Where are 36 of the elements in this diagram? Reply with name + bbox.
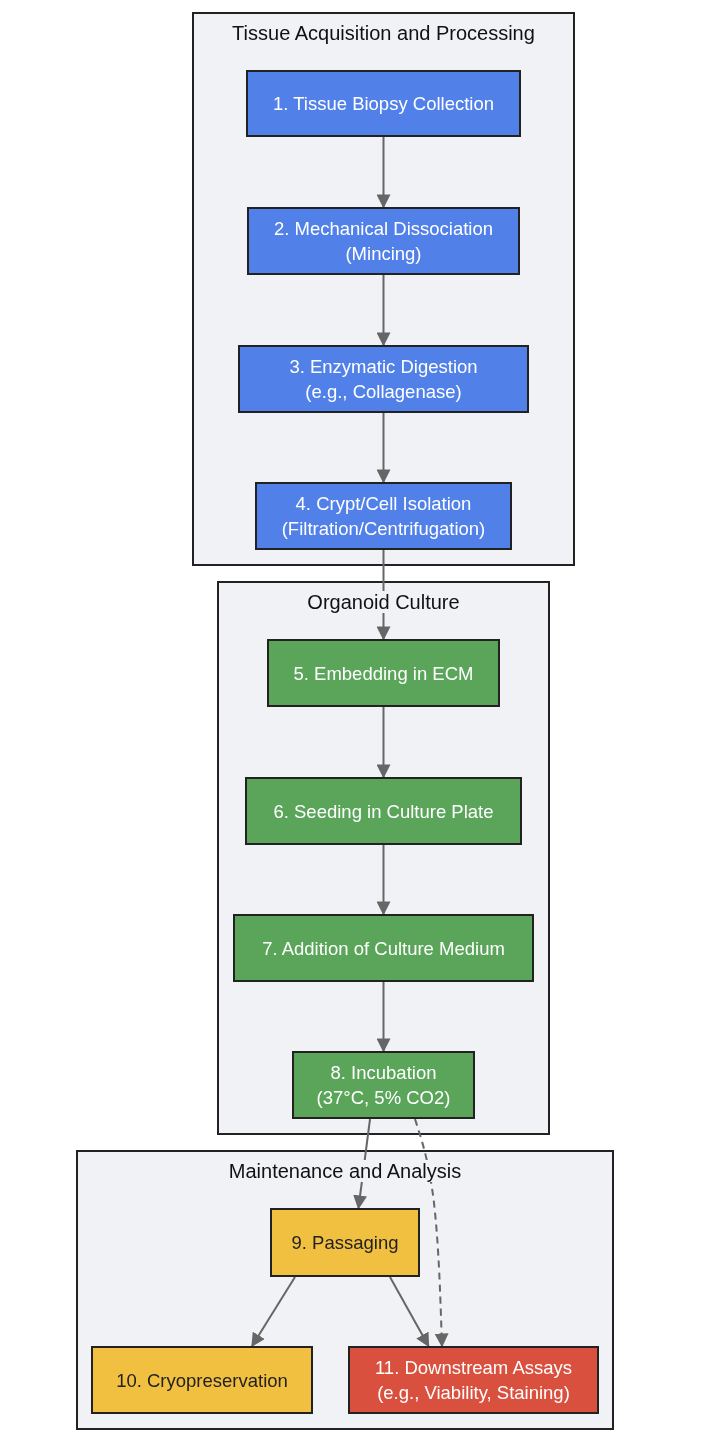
process-box [292,1051,475,1119]
dashed-arrow [414,1118,449,1348]
group-panel [217,581,550,1135]
arrow [389,1276,430,1348]
process-box [238,345,529,413]
process-box [245,777,522,845]
arrow [376,549,391,641]
step-label: 4. Crypt/Cell Isolation (Filtration/Centrifugation) [280,492,487,541]
arrow [376,274,391,347]
arrow [376,706,391,779]
step-label: 1. Tissue Biopsy Collection [272,92,495,116]
arrow [376,981,391,1053]
process-box [267,639,500,707]
arrow [376,844,391,916]
step-label: 6. Seeding in Culture Plate [273,799,494,824]
step-label: 2. Mechanical Dissociation (Mincing) [273,217,494,266]
step-label: 10. Cryopreservation [116,1368,288,1393]
arrow [376,136,391,209]
process-box [233,914,534,982]
step-label: 8. Incubation (37°C, 5% CO2) [315,1061,452,1110]
step-label: 7. Addition of Culture Medium [262,936,505,961]
group-panel [192,12,575,566]
step-label: 3. Enzymatic Digestion (e.g., Collagenase) [288,355,479,404]
step-label: 11. Downstream Assays (e.g., Viability, Staining) [373,1356,574,1405]
arrow [376,412,391,484]
process-box [91,1346,313,1414]
process-box [247,207,520,275]
process-box [348,1346,599,1414]
process-box [270,1208,420,1277]
step-label: 9. Passaging [291,1231,399,1255]
process-box [246,70,521,137]
group-panel [76,1150,614,1430]
step-label: 5. Embedding in ECM [293,661,474,686]
arrow [353,1118,372,1210]
process-box [255,482,512,550]
arrow [251,1276,296,1348]
